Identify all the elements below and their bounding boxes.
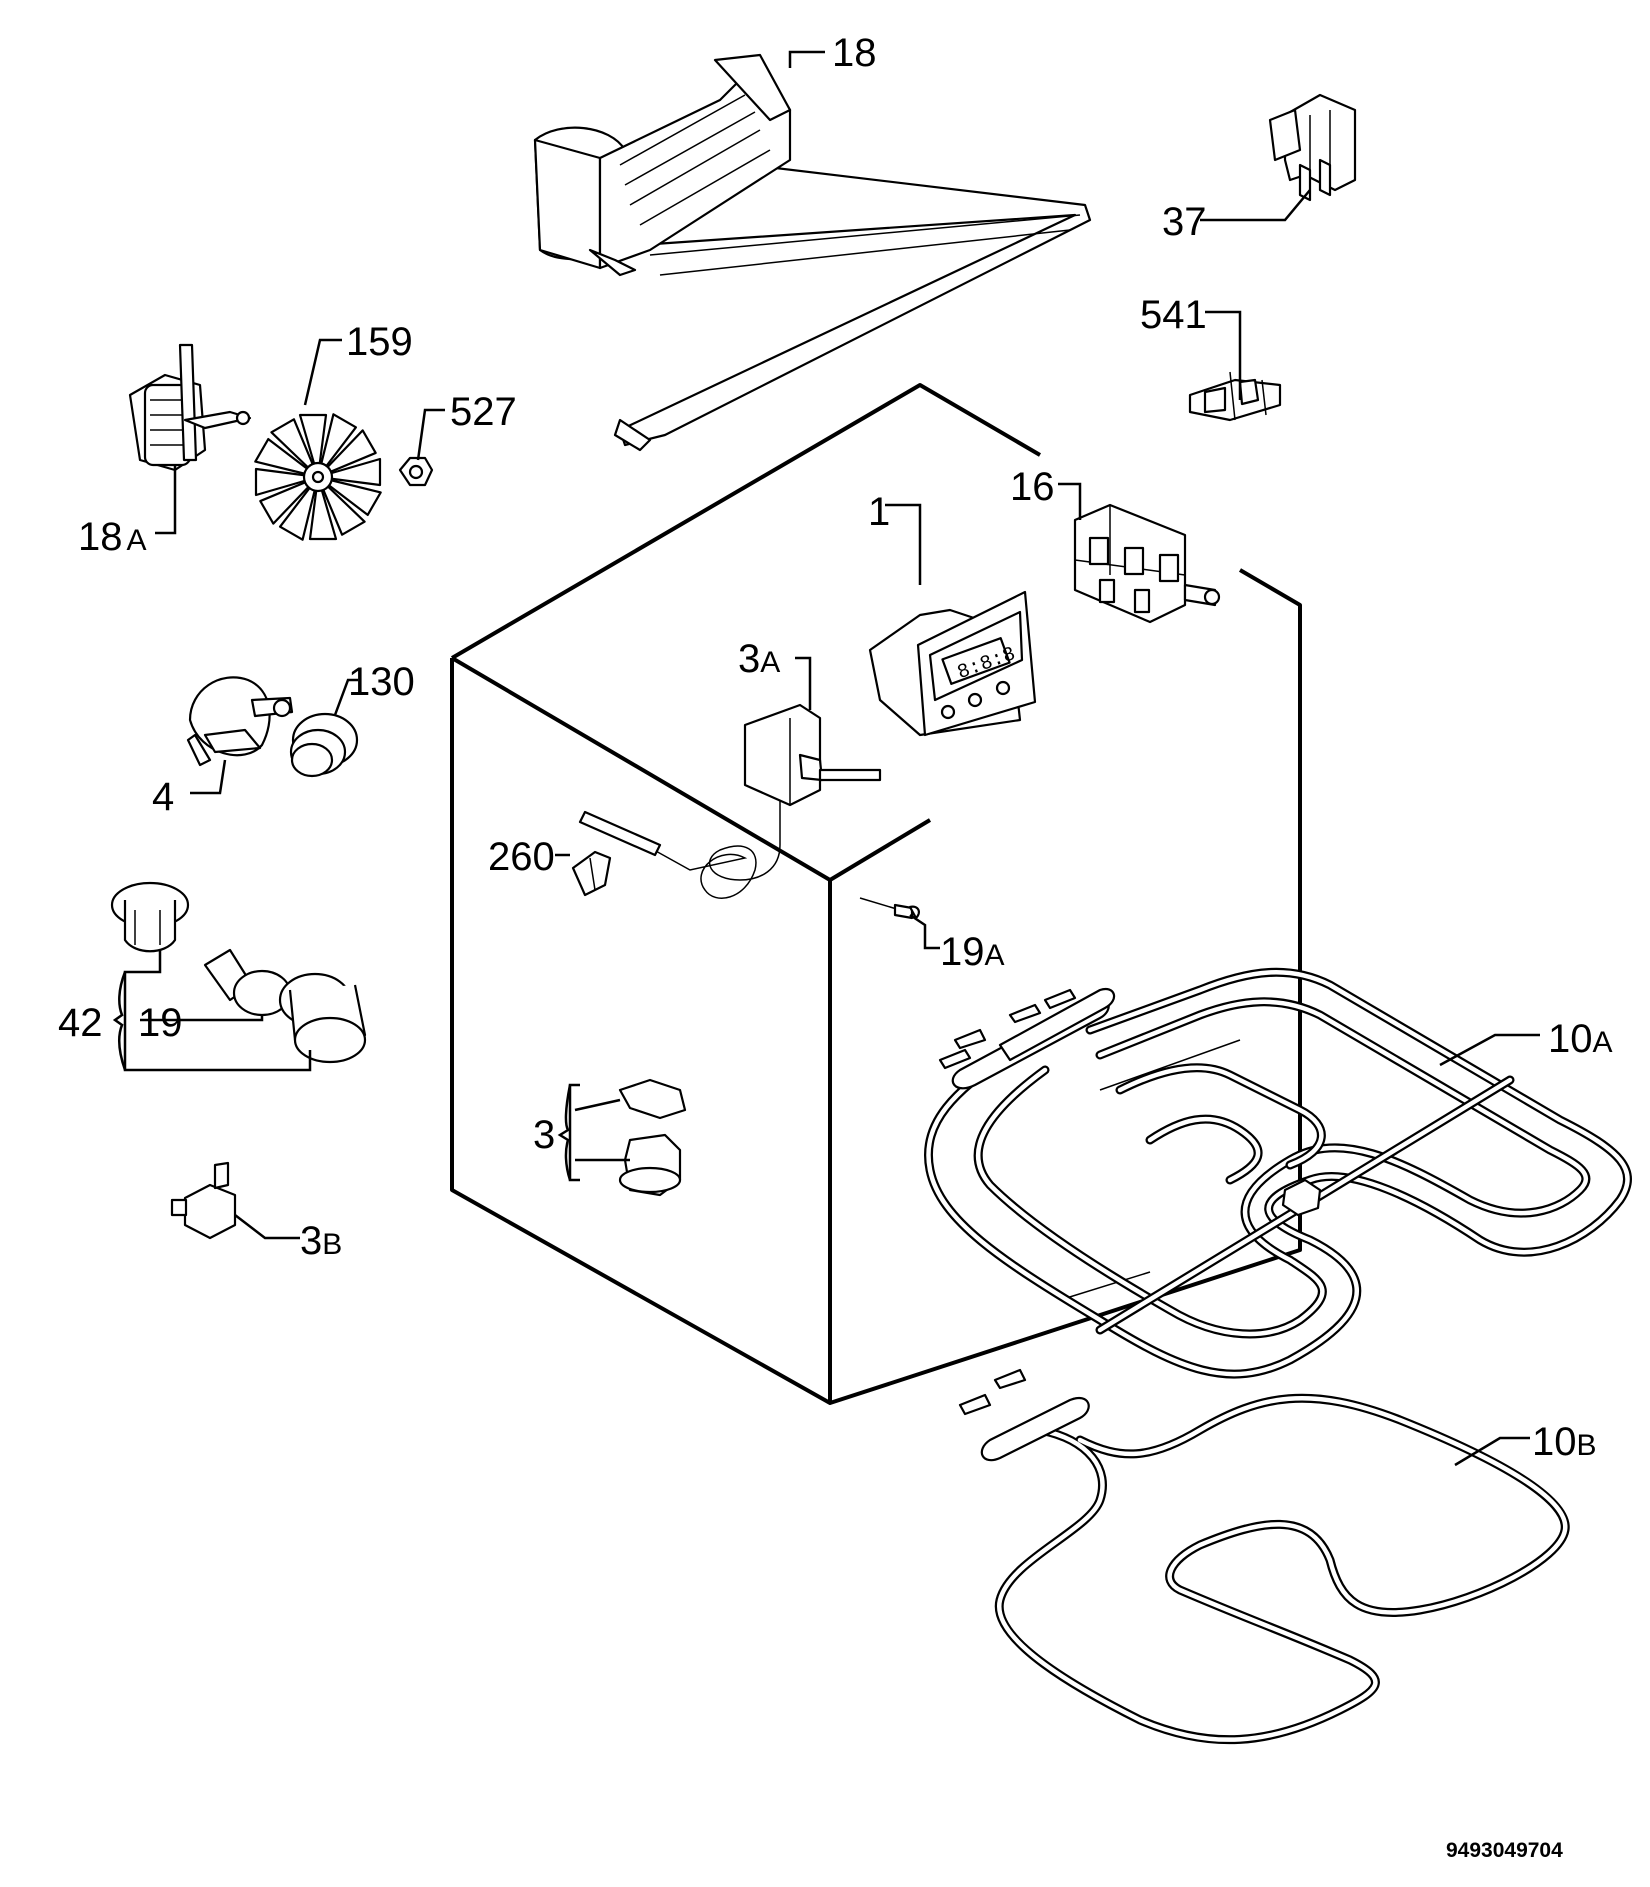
- thermal-cutout: [618, 1078, 687, 1197]
- label-19-bulb: 19: [138, 1001, 183, 1045]
- spit-motor: [186, 676, 294, 767]
- electronic-timer: 8:8:8: [868, 590, 1037, 737]
- retaining-clip: [571, 850, 612, 897]
- fan-motor: [128, 343, 252, 472]
- label-4: 4: [152, 775, 174, 819]
- label-16: 16: [1010, 465, 1055, 509]
- thermal-cutout-b: [170, 1161, 237, 1240]
- label-42: 42: [58, 1001, 103, 1045]
- label-159: 159: [346, 320, 413, 364]
- label-19a: 19A: [940, 930, 1005, 974]
- label-1: 1: [868, 490, 890, 534]
- label-260: 260: [488, 835, 555, 879]
- thermostat: [578, 703, 882, 899]
- lamp-holder: [110, 881, 190, 953]
- label-130: 130: [348, 660, 415, 704]
- label-10a: 10A: [1548, 1017, 1613, 1061]
- label-3: 3: [533, 1113, 555, 1157]
- terminal-connector: [1188, 371, 1282, 422]
- lamp-bulb: [203, 948, 292, 1017]
- selector-switch: [1073, 503, 1221, 624]
- label-10b: 10B: [1532, 1420, 1597, 1464]
- fan-housing: [533, 53, 1092, 452]
- bushing: [289, 712, 359, 778]
- nut: [398, 456, 434, 487]
- label-18-housing: 18: [832, 31, 877, 75]
- label-3b: 3B: [300, 1219, 342, 1263]
- fan-blade: [254, 413, 382, 541]
- lower-heating-element: [958, 1368, 1570, 1745]
- label-37: 37: [1162, 200, 1207, 244]
- temperature-sensor: [859, 897, 920, 920]
- oven-cavity-box: [450, 383, 1302, 1405]
- label-541: 541: [1140, 293, 1207, 337]
- upper-heating-element: [924, 967, 1632, 1379]
- leader-lines: [112, 50, 1540, 1467]
- label-527: 527: [450, 390, 517, 434]
- lamp-cover: [278, 972, 367, 1064]
- label-3a: 3A: [738, 637, 780, 681]
- terminal-block: [1268, 93, 1357, 202]
- document-number: 9493049704: [1446, 1839, 1563, 1862]
